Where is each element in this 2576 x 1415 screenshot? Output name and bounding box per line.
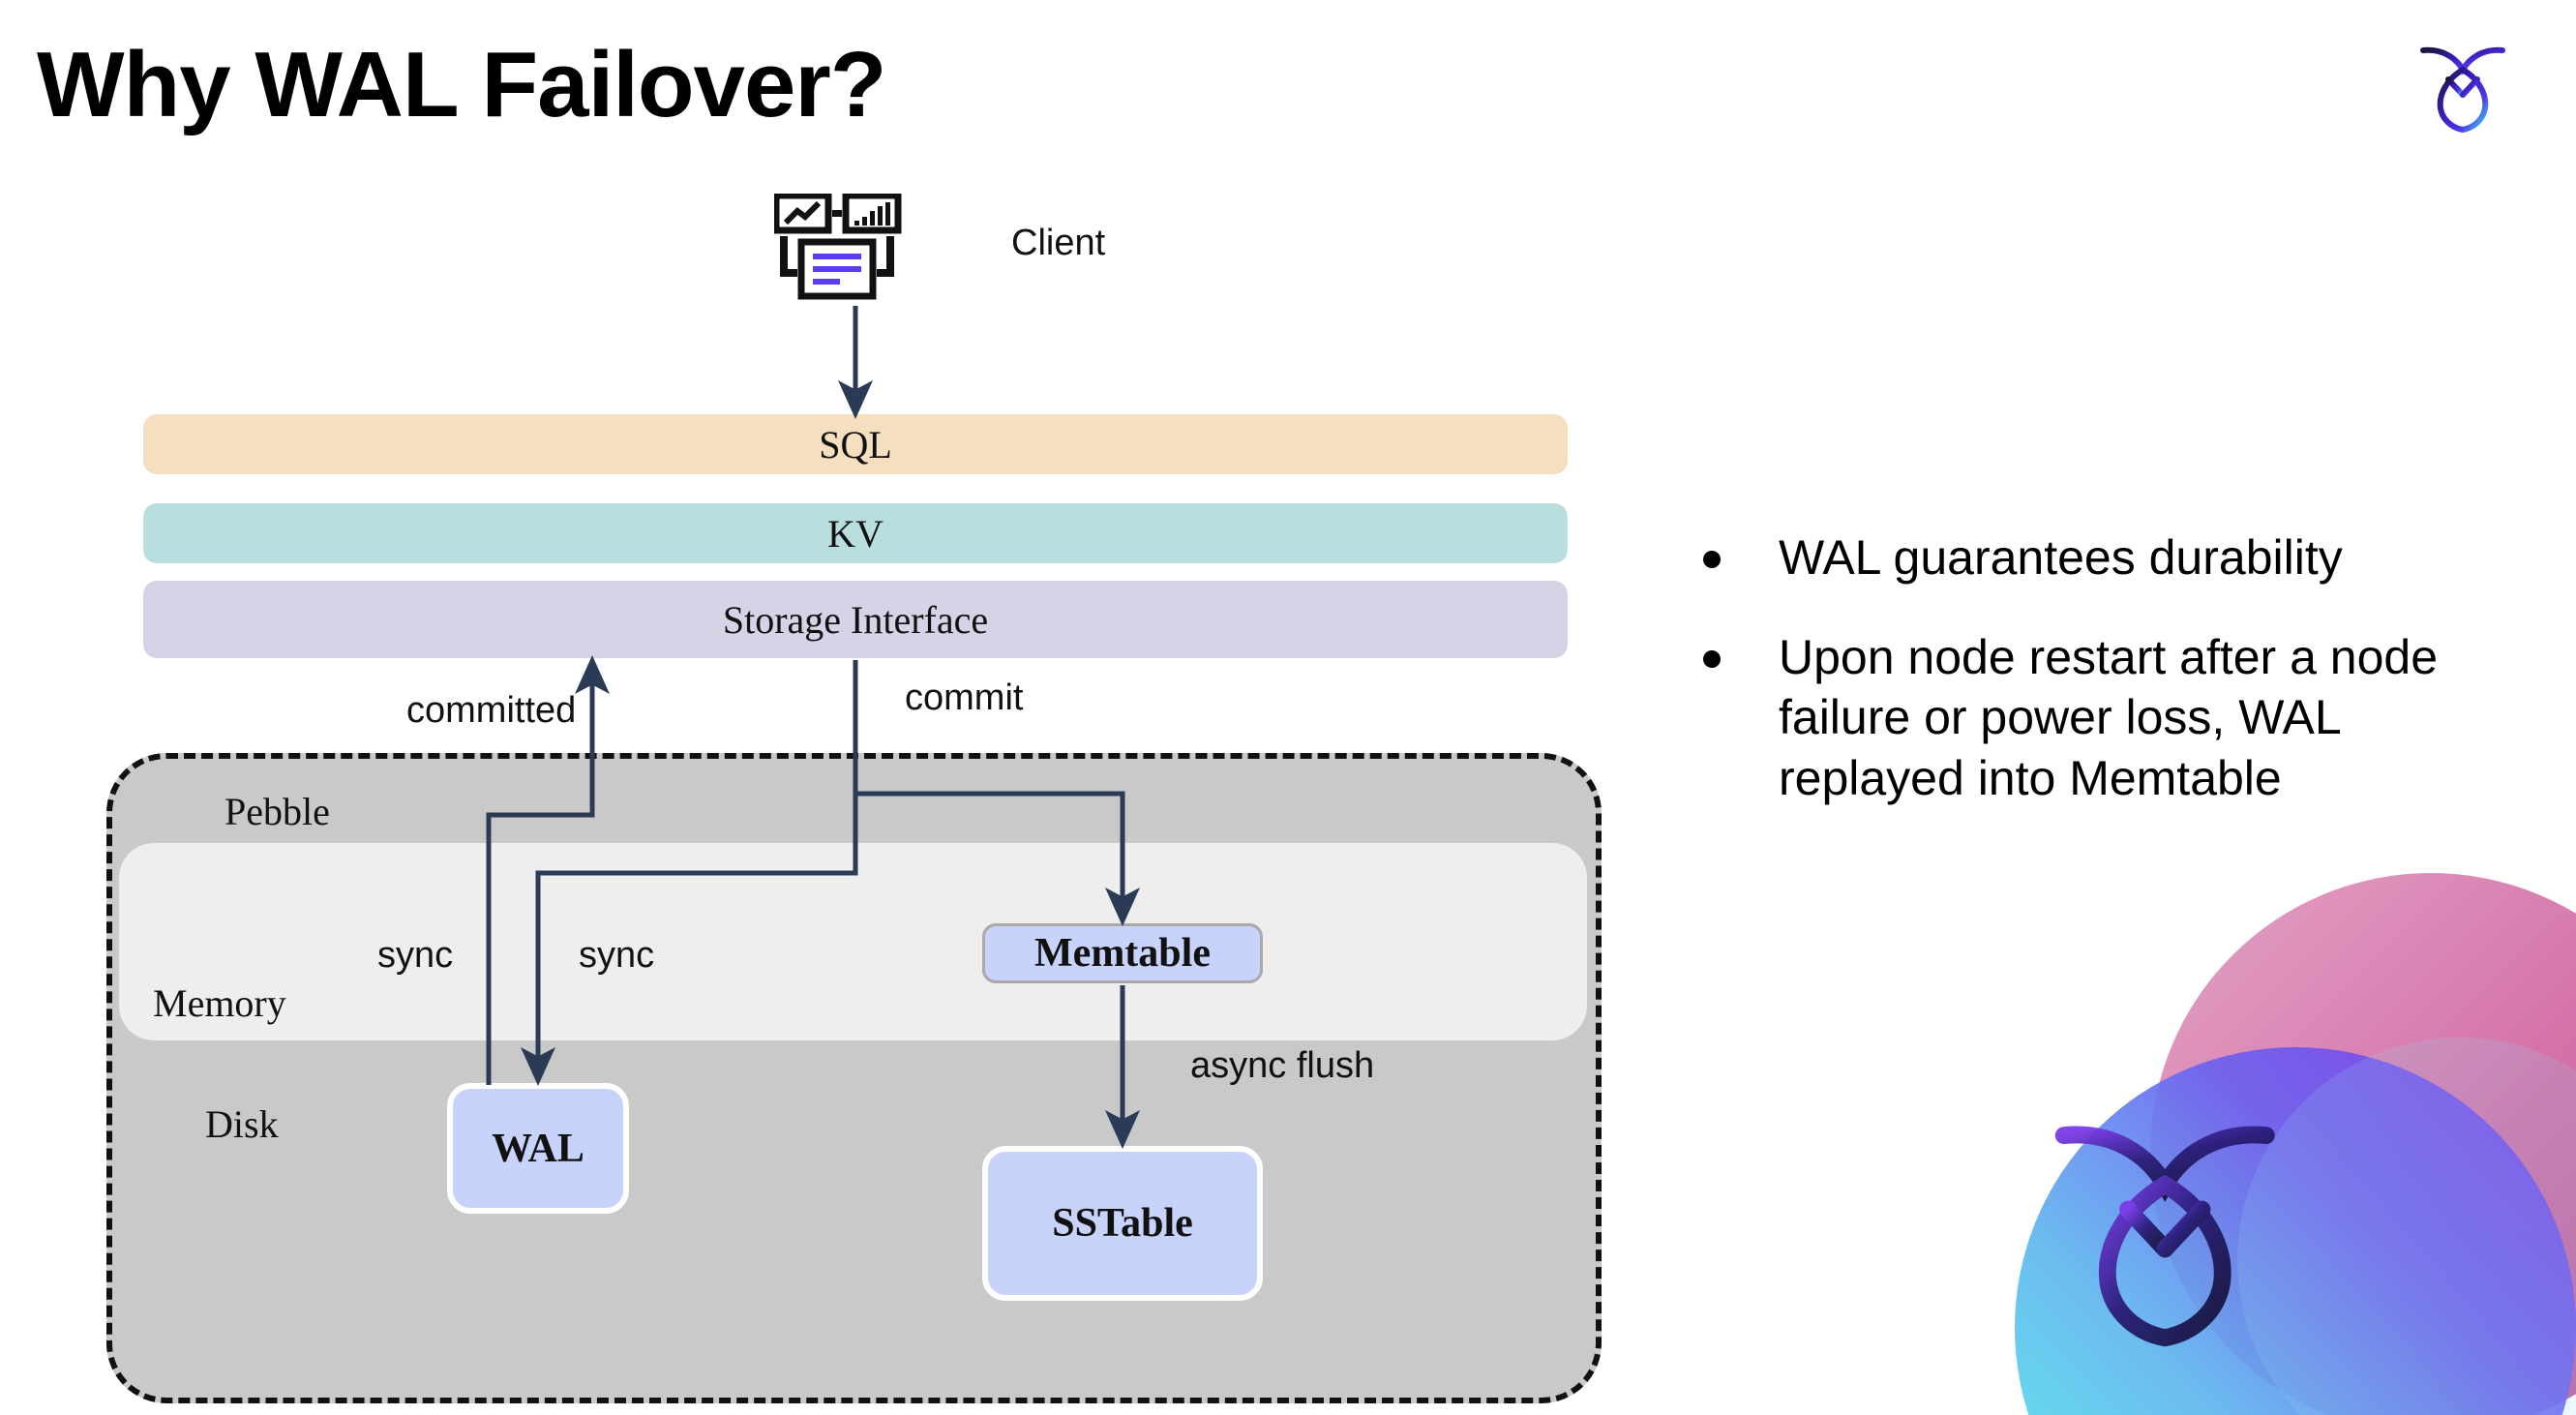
node-sstable: SSTable (982, 1146, 1263, 1301)
client-dashboard-icon (772, 192, 929, 319)
node-memtable: Memtable (982, 923, 1263, 983)
list-item: Upon node restart after a node failure o… (1703, 627, 2535, 809)
memory-region (119, 843, 1587, 1040)
edge-label-commit: commit (905, 677, 1024, 718)
bullet-text: Upon node restart after a node failure o… (1779, 629, 2439, 805)
list-item: WAL guarantees durability (1703, 527, 2535, 588)
edge-label-async-flush: async flush (1190, 1045, 1375, 1086)
layer-bar-kv-label: KV (827, 511, 884, 556)
edge-label-sync-1: sync (377, 935, 454, 976)
edge-label-sync-2: sync (579, 935, 655, 976)
layer-bar-sql-label: SQL (819, 422, 892, 467)
layer-bar-storage-interface-label: Storage Interface (722, 597, 989, 642)
layer-bar-kv: KV (143, 503, 1568, 563)
bullet-list: WAL guarantees durability Upon node rest… (1703, 527, 2535, 847)
bullet-dot-icon (1703, 649, 1721, 668)
node-wal-label: WAL (492, 1126, 584, 1171)
disk-label: Disk (205, 1102, 279, 1146)
layer-bar-sql: SQL (143, 414, 1568, 474)
node-sstable-label: SSTable (1052, 1201, 1193, 1246)
memory-label: Memory (153, 981, 286, 1025)
node-memtable-label: Memtable (1034, 931, 1211, 976)
pebble-label: Pebble (225, 790, 330, 833)
edge-label-committed: committed (406, 690, 577, 731)
bullet-dot-icon (1703, 551, 1721, 568)
cockroachdb-logo (2410, 29, 2516, 135)
bullet-text: WAL guarantees durability (1779, 530, 2343, 585)
page-title: Why WAL Failover? (37, 33, 886, 136)
node-wal: WAL (447, 1083, 629, 1214)
client-label: Client (1011, 223, 1106, 263)
decorative-circles (1841, 873, 2576, 1415)
layer-bar-storage-interface: Storage Interface (143, 581, 1568, 658)
